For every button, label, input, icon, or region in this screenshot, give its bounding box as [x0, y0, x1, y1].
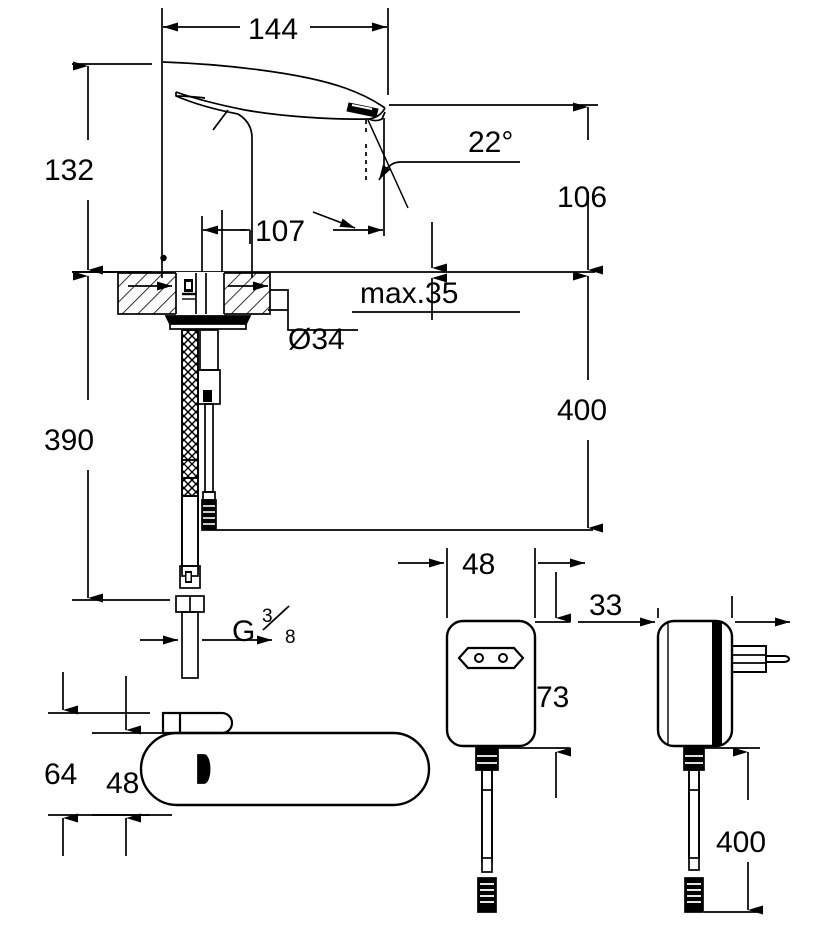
flexible-hoses: [175, 329, 593, 679]
leader-hole-diameter: [268, 289, 358, 331]
power-supply-front-view: [445, 619, 537, 913]
label-spout-reach: 144: [248, 13, 298, 46]
dim-spout-reach: [161, 8, 389, 95]
label-top-width: 64: [44, 758, 77, 791]
label-hose-length: 390: [44, 424, 94, 457]
label-deck-thickness: max.35: [360, 277, 458, 310]
dim-sensor-offset: [201, 118, 385, 286]
label-hole-diameter: Ø34: [288, 323, 345, 356]
label-psu-cable: 400: [716, 826, 766, 859]
label-spout-height: 132: [44, 154, 94, 187]
dim-outlet-to-basin: [389, 102, 603, 275]
dim-hose-length: [72, 271, 170, 603]
faucet-front-elevation: [160, 60, 386, 278]
label-thread-g: G: [232, 615, 255, 648]
label-outlet-to-basin: 106: [557, 181, 607, 214]
power-supply-side-view: [656, 619, 790, 913]
label-thread-denominator: 8: [285, 627, 296, 648]
dim-outlet-angle: [365, 119, 520, 209]
label-thread-numerator: 3: [262, 606, 273, 627]
deck-section: [72, 271, 595, 330]
label-psu-depth: 33: [589, 589, 622, 622]
label-total-length: 400: [557, 394, 607, 427]
label-psu-height: 73: [536, 681, 569, 714]
label-top-body-width: 48: [106, 767, 139, 800]
dim-psu-width: [398, 548, 585, 618]
label-psu-width: 48: [462, 548, 495, 581]
label-sensor-offset: 107: [255, 215, 305, 248]
label-outlet-angle: 22°: [468, 126, 513, 159]
dim-top-body-width: [92, 676, 172, 856]
dim-psu-height: [498, 572, 571, 798]
dim-psu-cable: [704, 747, 763, 915]
dim-psu-depth: [578, 596, 790, 627]
leader-deck-thickness: [352, 222, 520, 320]
label-thread: G 3 8: [232, 605, 296, 648]
faucet-top-view: [139, 711, 431, 807]
